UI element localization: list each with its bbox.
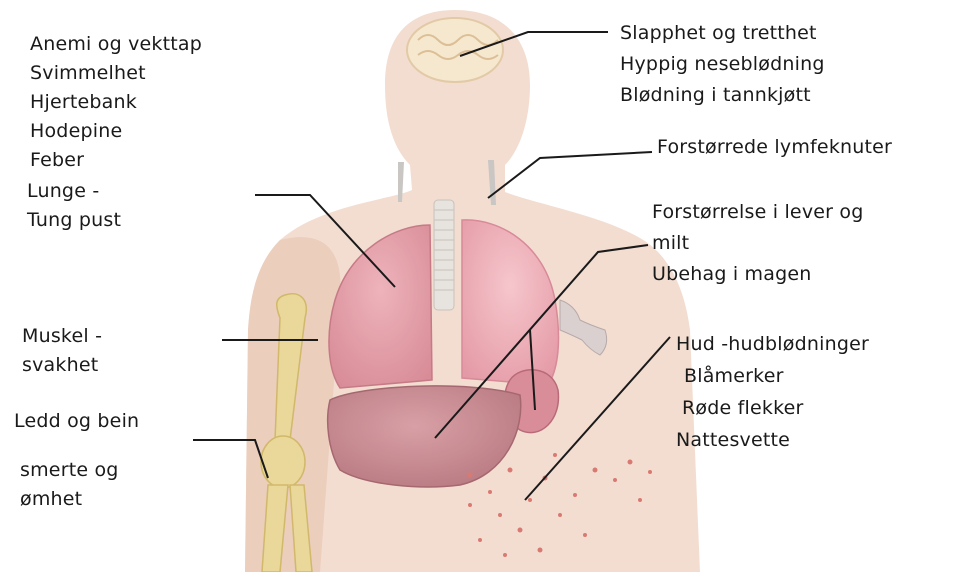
label-weakness: svakhet [22,351,102,380]
label-skin-bleeding: Hud -hudblødninger [676,328,869,360]
symptoms-muscle-group: Muskel - svakhet [22,322,102,380]
label-fever: Feber [30,146,202,175]
symptoms-liver-group: Forstørrelse i lever og milt Ubehag i ma… [652,197,864,290]
symptoms-joint-heading: Ledd og bein [14,407,139,436]
symptoms-general-group: Anemi og vekttap Svimmelhet Hjertebank H… [30,30,202,175]
label-fatigue: Slapphet og tretthet [620,18,825,49]
brain [407,18,503,82]
label-gum-bleeding: Blødning i tannkjøtt [620,80,825,111]
label-pain: smerte og [20,456,119,485]
label-tenderness: ømhet [20,485,119,514]
label-anemia: Anemi og vekttap [30,30,202,59]
label-muscle: Muskel - [22,322,102,351]
label-joints: Ledd og bein [14,407,139,436]
label-night-sweats: Nattesvette [676,424,869,456]
leader-lymph [488,152,652,198]
label-nosebleed: Hyppig neseblødning [620,49,825,80]
label-spleen: milt [652,228,864,259]
label-red-spots: Røde flekker [676,392,869,424]
symptoms-head-group: Slapphet og tretthet Hyppig neseblødning… [620,18,825,111]
label-stomach: Ubehag i magen [652,259,864,290]
label-bruises: Blåmerker [676,360,869,392]
symptoms-skin-group: Hud -hudblødninger Blåmerker Røde flekke… [676,328,869,456]
symptoms-joint-group: smerte og ømhet [20,456,119,514]
label-breathing: Tung pust [27,206,121,235]
label-lymph-nodes: Forstørrede lymfeknuter [657,133,892,162]
label-headache: Hodepine [30,117,202,146]
label-dizziness: Svimmelhet [30,59,202,88]
label-lung: Lunge - [27,177,121,206]
label-liver: Forstørrelse i lever og [652,197,864,228]
symptoms-lung-group: Lunge - Tung pust [27,177,121,235]
symptoms-lymph-group: Forstørrede lymfeknuter [657,133,892,162]
trachea [434,200,454,310]
label-palpitations: Hjertebank [30,88,202,117]
